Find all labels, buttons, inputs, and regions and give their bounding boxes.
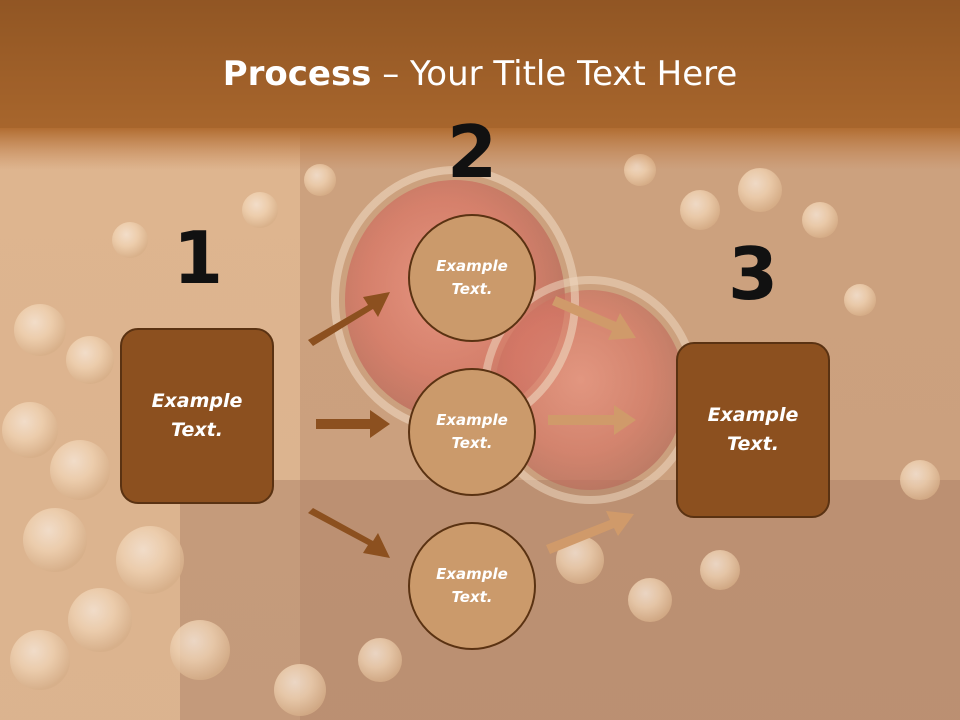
arrow-bottom-to-3 bbox=[546, 511, 634, 554]
node-middle-text: Example Text. bbox=[436, 411, 508, 452]
node-middle: Example Text. bbox=[408, 368, 536, 496]
title-rest: – Your Title Text Here bbox=[371, 54, 738, 94]
arrow-1-to-top bbox=[308, 292, 390, 346]
arrow-middle-to-3 bbox=[548, 405, 636, 435]
step-1-text: Example Text. bbox=[151, 390, 243, 441]
step-number-1: 1 bbox=[172, 216, 224, 300]
arrow-1-to-bottom bbox=[308, 508, 390, 558]
slide-title: Process – Your Title Text Here bbox=[0, 52, 960, 96]
step-3-box: Example Text. bbox=[676, 342, 830, 518]
node-top: Example Text. bbox=[408, 214, 536, 342]
step-number-2: 2 bbox=[446, 110, 498, 194]
step-1-box: Example Text. bbox=[120, 328, 274, 504]
title-bold: Process bbox=[222, 54, 372, 94]
node-bottom: Example Text. bbox=[408, 522, 536, 650]
arrow-top-to-3 bbox=[552, 296, 636, 340]
node-bottom-text: Example Text. bbox=[436, 565, 508, 606]
node-top-text: Example Text. bbox=[436, 257, 508, 298]
step-number-3: 3 bbox=[727, 232, 779, 316]
arrow-1-to-middle bbox=[316, 410, 390, 438]
step-3-text: Example Text. bbox=[707, 404, 799, 455]
